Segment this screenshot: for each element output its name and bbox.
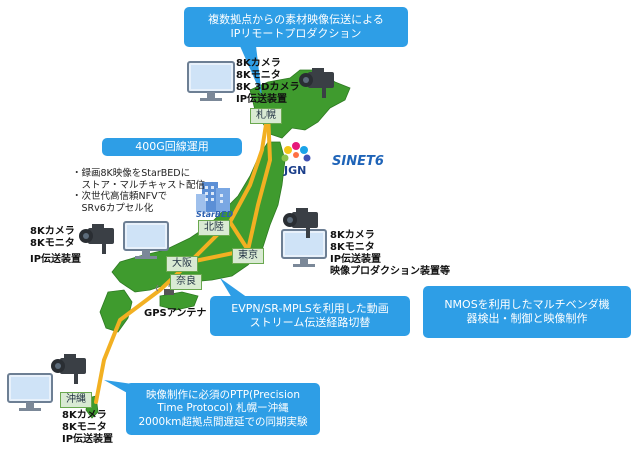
west-equipment-list: 8Kカメラ 8Kモニタ IP伝送装置 — [30, 226, 81, 266]
city-label-tokyo: 東京 — [232, 248, 264, 264]
route-sapporo-hokuriku — [228, 110, 270, 224]
starbed-notes: ・録画8K映像をStarBEDに ストア・マルチキャスト配信 ・次世代高信頼NF… — [72, 168, 205, 214]
callout-line: 器検出・制御と映像制作 — [466, 312, 588, 325]
equipment-item: 8Kカメラ — [30, 226, 75, 237]
nmos-callout: NMOSを利用したマルチベンダ機 器検出・制御と映像制作 — [423, 286, 631, 338]
route-sapporo-tokyo — [246, 110, 272, 252]
monitor-icon — [281, 229, 327, 267]
note-line: ストア・マルチキャスト配信 — [72, 179, 206, 191]
starbed-logo: StarBED — [196, 210, 234, 219]
equipment-item: IP伝送装置 — [236, 94, 288, 105]
sinet6-logo: SINET6 — [332, 154, 384, 169]
equipment-item: 8Kカメラ — [62, 410, 107, 421]
callout-line: Time Protocol) 札幌ー沖縄 — [157, 402, 289, 415]
monitor-icon — [7, 373, 53, 411]
tokyo-equipment-list: 8Kカメラ 8Kモニタ IP伝送装置 映像プロダクション装置等 — [330, 230, 450, 278]
equipment-item: 8Kモニタ — [236, 70, 281, 81]
note-line: SRv6カプセル化 — [72, 202, 154, 214]
400g-callout: 400G回線運用 — [102, 138, 242, 156]
video-camera-icon — [299, 68, 334, 98]
route-hokuriku-tokyo — [228, 220, 250, 252]
equipment-item: 映像プロダクション装置等 — [330, 266, 450, 277]
equipment-item: 8Kカメラ — [330, 230, 375, 241]
video-camera-icon — [51, 354, 86, 384]
okinawa-equipment-list: 8Kカメラ 8Kモニタ IP伝送装置 — [62, 410, 113, 446]
callout-line: 映像制作に必須のPTP(Precision — [145, 388, 301, 401]
city-label-hokuriku: 北陸 — [198, 220, 230, 236]
cameras — [51, 68, 334, 384]
video-camera-icon — [79, 224, 114, 254]
callout-line: 400G回線運用 — [135, 140, 209, 153]
sapporo-equipment-list: 8Kカメラ 8Kモニタ 8K 3Dカメラ IP伝送装置 — [236, 58, 299, 106]
gps-antenna-label: GPSアンテナ — [144, 308, 207, 319]
callout-line: NMOSを利用したマルチベンダ機 — [444, 298, 610, 311]
callout-line: 2000km超拠点間遅延での同期実験 — [138, 415, 308, 428]
jgn-logo-text: JGN — [284, 164, 307, 177]
jgn-logo-icon — [281, 142, 311, 162]
top-callout-pointer — [240, 46, 262, 96]
monitor-icon — [123, 221, 169, 259]
remote-production-callout: 複数拠点からの素材映像伝送による IPリモートプロダクション — [184, 7, 408, 47]
city-label-sapporo: 札幌 — [250, 108, 282, 124]
equipment-item: 8Kモニタ — [30, 238, 75, 249]
equipment-item: 8Kモニタ — [330, 242, 375, 253]
equipment-item: IP伝送装置 — [30, 254, 82, 265]
starbed-building-icon — [196, 182, 230, 212]
video-camera-icon — [283, 208, 318, 238]
note-line: ・録画8K映像をStarBEDに — [72, 168, 191, 179]
city-label-osaka: 大阪 — [166, 256, 198, 272]
city-label-nara: 奈良 — [170, 274, 202, 290]
evpn-callout-pointer — [220, 278, 248, 298]
callout-line: 複数拠点からの素材映像伝送による — [208, 13, 384, 26]
monitor-icon — [187, 61, 235, 101]
equipment-item: IP伝送装置 — [330, 254, 382, 265]
evpn-callout: EVPN/SR-MPLSを利用した動画 ストリーム伝送経路切替 — [210, 296, 410, 336]
equipment-item: 8Kカメラ — [236, 58, 281, 69]
callout-line: IPリモートプロダクション — [230, 27, 362, 40]
callout-line: EVPN/SR-MPLSを利用した動画 — [231, 302, 389, 315]
callout-line: ストリーム伝送経路切替 — [249, 316, 371, 329]
ptp-callout: 映像制作に必須のPTP(Precision Time Protocol) 札幌ー… — [126, 383, 320, 435]
equipment-item: 8Kモニタ — [62, 422, 107, 433]
kyushu-land — [99, 289, 133, 333]
equipment-item: 8K 3Dカメラ — [236, 82, 300, 93]
city-label-okinawa: 沖縄 — [60, 392, 92, 408]
note-line: ・次世代高信頼NFVで — [72, 191, 168, 202]
shikoku-land — [159, 291, 199, 311]
equipment-item: IP伝送装置 — [62, 434, 114, 445]
monitors — [7, 61, 327, 411]
